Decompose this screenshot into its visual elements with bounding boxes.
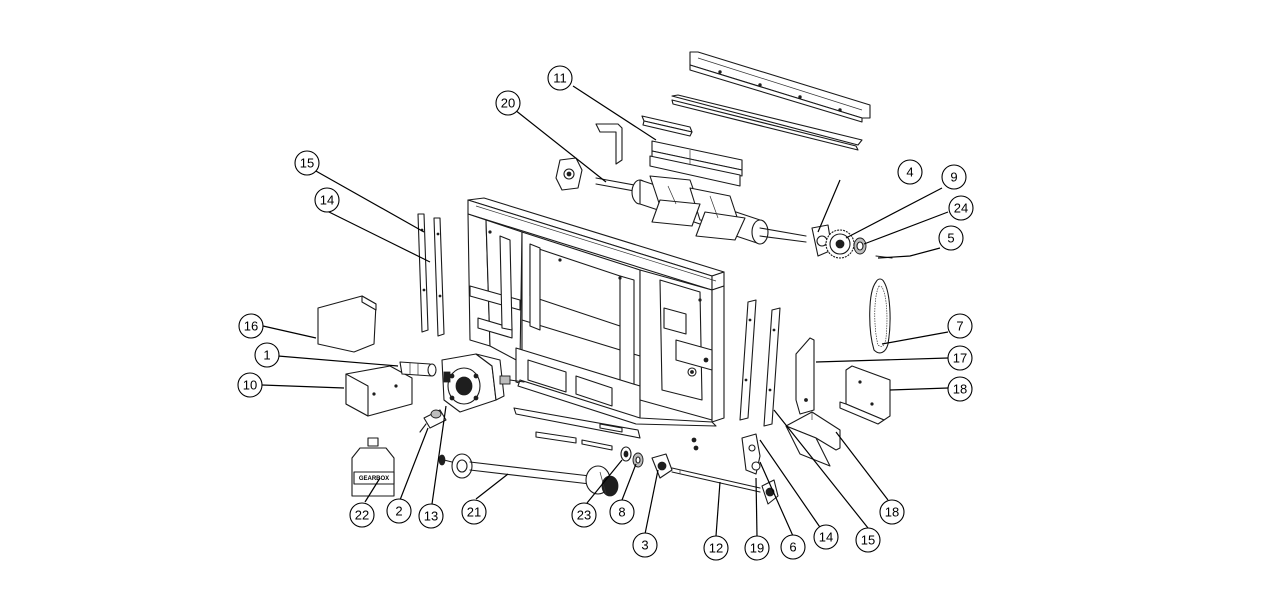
- svg-text:12: 12: [709, 541, 723, 556]
- top-trim-strip-short: [641, 115, 693, 137]
- drive-shaft-12: [671, 467, 761, 493]
- callout-15-right: 15: [855, 527, 881, 553]
- svg-text:17: 17: [953, 351, 967, 366]
- bushing-23: [620, 446, 632, 462]
- svg-text:7: 7: [956, 319, 963, 334]
- svg-text:13: 13: [424, 509, 438, 524]
- callout-12: 12: [703, 535, 729, 561]
- svg-text:5: 5: [947, 231, 954, 246]
- gearbox-mount-plate-10: [345, 365, 413, 417]
- callout-13: 13: [418, 503, 444, 529]
- leader-lines: [261, 85, 949, 537]
- right-side-strip-15: [763, 307, 781, 427]
- callout-1: 1: [254, 342, 280, 368]
- callout-14-right: 14: [813, 524, 839, 550]
- callout-22: 22: [349, 502, 375, 528]
- small-bracket: [595, 123, 623, 165]
- svg-text:2: 2: [395, 504, 402, 519]
- svg-text:18: 18: [885, 505, 899, 520]
- callout-4: 4: [897, 159, 923, 185]
- callout-14-left: 14: [314, 187, 340, 213]
- callout-5: 5: [938, 225, 964, 251]
- bottle-label: GEARBOX: [359, 476, 389, 482]
- callout-24: 24: [948, 195, 974, 221]
- svg-text:1: 1: [263, 348, 270, 363]
- drive-sprocket: [825, 229, 855, 259]
- svg-text:10: 10: [243, 378, 257, 393]
- guard-16: [317, 295, 377, 353]
- svg-text:24: 24: [954, 201, 968, 216]
- callout-21: 21: [461, 499, 487, 525]
- svg-text:9: 9: [950, 170, 957, 185]
- callout-7: 7: [947, 313, 973, 339]
- bracket-18-upper: [839, 365, 891, 425]
- left-bearing: [555, 157, 583, 191]
- callout-16: 16: [238, 313, 264, 339]
- gearbox-13: [441, 353, 525, 413]
- right-side-strip-14: [739, 299, 757, 421]
- svg-text:3: 3: [641, 538, 648, 553]
- paddle-strips: [649, 140, 743, 187]
- svg-text:22: 22: [355, 508, 369, 523]
- gearbox-oil-bottle: GEARBOX: [351, 437, 395, 497]
- svg-text:14: 14: [819, 530, 833, 545]
- bearing-19: [741, 433, 761, 475]
- svg-text:15: 15: [300, 156, 314, 171]
- svg-text:19: 19: [750, 541, 764, 556]
- svg-text:16: 16: [244, 319, 258, 334]
- callout-3: 3: [632, 532, 658, 558]
- callout-23: 23: [571, 502, 597, 528]
- left-side-strip-14: [417, 213, 429, 333]
- callout-8: 8: [609, 499, 635, 525]
- svg-text:18: 18: [953, 382, 967, 397]
- callout-6: 6: [780, 534, 806, 560]
- callout-18-lower: 18: [879, 499, 905, 525]
- svg-text:15: 15: [861, 533, 875, 548]
- flange-bearing-6: [761, 479, 779, 505]
- left-side-strip-15: [433, 217, 445, 337]
- svg-text:23: 23: [577, 508, 591, 523]
- pto-driveline: [438, 453, 619, 497]
- callout-18-upper: 18: [947, 376, 973, 402]
- svg-text:21: 21: [467, 505, 481, 520]
- drive-belt: [869, 278, 891, 354]
- svg-text:6: 6: [789, 540, 796, 555]
- bracket-18-lower: [785, 411, 841, 467]
- callout-17: 17: [947, 345, 973, 371]
- rotor-shaft: [595, 175, 807, 245]
- collar-8: [632, 452, 644, 468]
- top-trim-channel: [689, 51, 871, 123]
- main-frame: [467, 197, 725, 427]
- callout-19: 19: [744, 535, 770, 561]
- svg-text:4: 4: [906, 165, 913, 180]
- svg-text:14: 14: [320, 193, 334, 208]
- callout-15-left: 15: [294, 150, 320, 176]
- callout-2: 2: [386, 498, 412, 524]
- svg-text:8: 8: [618, 505, 625, 520]
- svg-text:20: 20: [501, 96, 515, 111]
- coupler-1: [399, 361, 437, 377]
- callout-10: 10: [237, 372, 263, 398]
- lower-flat-bars: [513, 407, 699, 451]
- top-trim-strip-long: [671, 94, 863, 151]
- sprocket-hub: [853, 237, 867, 255]
- callout-20: 20: [495, 90, 521, 116]
- flange-bearing-3: [651, 453, 673, 479]
- callout-11: 11: [547, 65, 573, 91]
- callout-9: 9: [941, 164, 967, 190]
- svg-text:11: 11: [553, 71, 567, 86]
- side-plate-17: [795, 337, 815, 415]
- input-shaft-2: [419, 409, 447, 433]
